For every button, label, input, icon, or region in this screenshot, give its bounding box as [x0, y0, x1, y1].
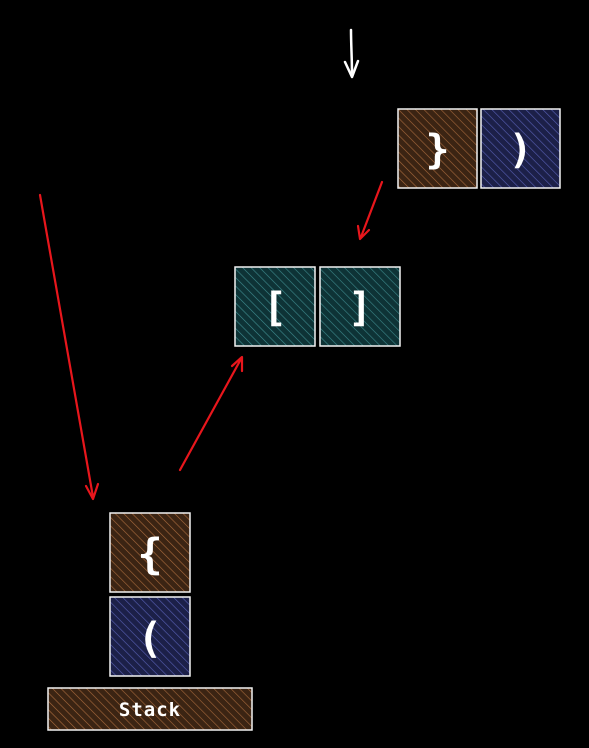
- incoming-curly-close-box: }: [397, 108, 478, 189]
- arrow-to-matched: [356, 180, 384, 241]
- bracket-open-glyph: [: [263, 285, 287, 331]
- stack-label: Stack: [119, 699, 181, 721]
- stack-paren-open-glyph: (: [137, 614, 162, 663]
- paren-close-glyph: ): [508, 127, 532, 173]
- matched-bracket-open-box: [: [234, 266, 316, 347]
- stack-bottom-item: (: [109, 596, 191, 677]
- stack-top-item: {: [109, 512, 191, 593]
- arrow-stack-to-matched: [178, 355, 244, 472]
- arrow-push-to-stack: [38, 193, 100, 501]
- incoming-paren-close-box: ): [480, 108, 561, 189]
- matched-bracket-close-box: ]: [319, 266, 401, 347]
- bracket-close-glyph: ]: [348, 285, 372, 331]
- stack-curly-open-glyph: {: [137, 530, 162, 579]
- stack-base: Stack: [47, 687, 253, 731]
- curly-close-glyph: }: [425, 127, 449, 173]
- incoming-arrow: [343, 28, 360, 79]
